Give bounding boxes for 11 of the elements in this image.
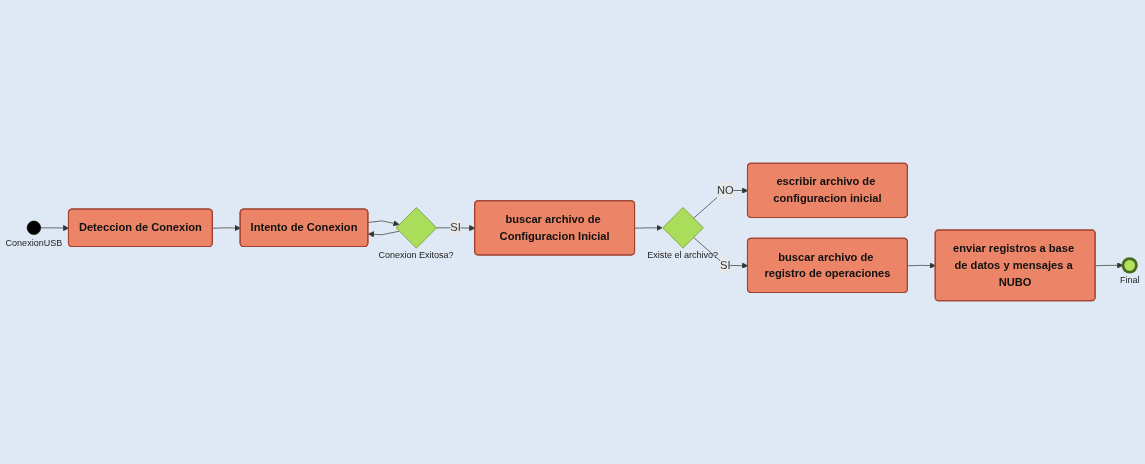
node-label: ConexionUSB <box>5 237 63 248</box>
node-label: Conexion Exitosa? <box>378 249 454 260</box>
node-circle <box>1121 257 1138 274</box>
edge-label: SI <box>719 259 731 271</box>
edge-label: SI <box>450 221 461 234</box>
node-diamond <box>395 207 438 249</box>
node-diamond <box>662 207 704 249</box>
node-label: Final <box>1119 275 1140 286</box>
node-circle <box>26 220 41 235</box>
node-label: Existe el archivo? <box>647 249 719 260</box>
edge-label: NO <box>716 184 734 196</box>
